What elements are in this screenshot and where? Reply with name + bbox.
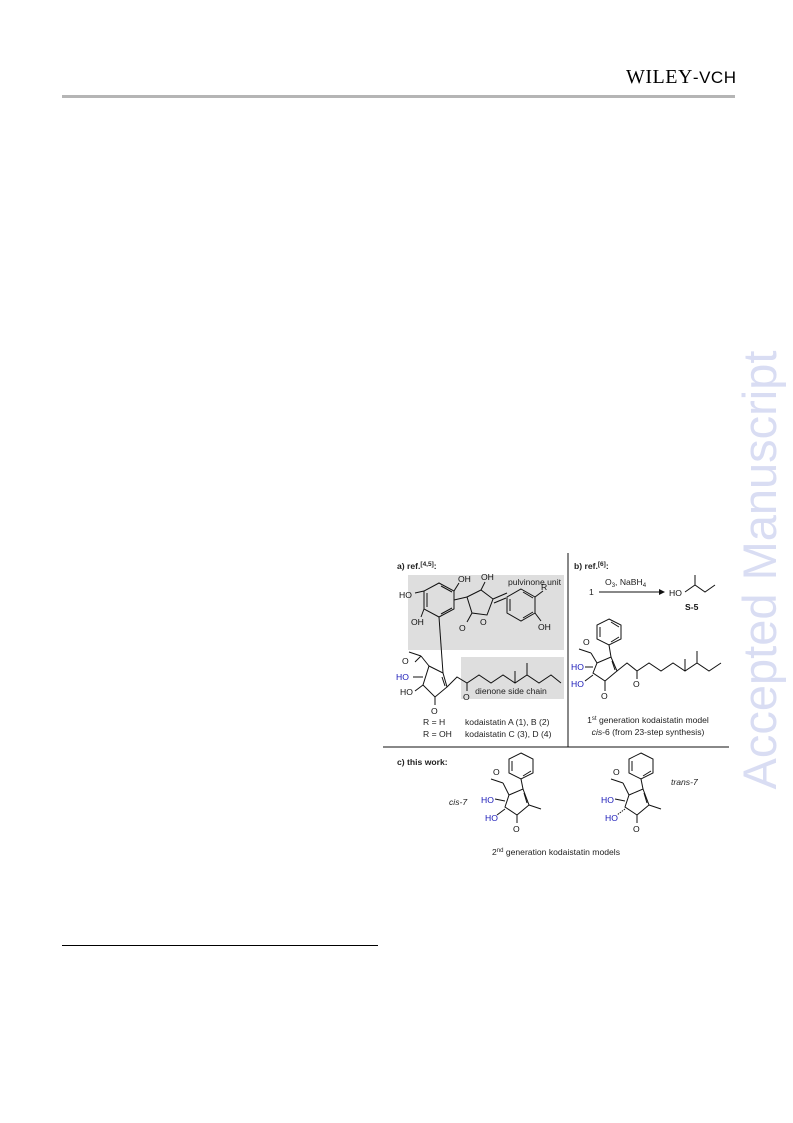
atom-o-ketone: O <box>431 706 438 716</box>
model-b-o-chain: O <box>633 679 640 689</box>
cis7-ho-1: HO <box>481 795 494 805</box>
model-ring <box>592 656 618 682</box>
svg-text:1st generation kodaistatin mod: 1st generation kodaistatin model <box>587 715 709 725</box>
model-b-chain <box>616 662 722 672</box>
panel-a-kodaistatin-c-d: kodaistatin C (3), D (4) <box>465 729 552 739</box>
label-trans-7: trans-7 <box>671 777 699 787</box>
atom-oh-3: OH <box>481 572 494 582</box>
atom-o-acetyl: O <box>402 656 409 666</box>
model-b-ho-2: HO <box>571 679 584 689</box>
svg-text:a) ref.[4,5]:: a) ref.[4,5]: <box>397 561 437 571</box>
panel-a-r-oh: R = OH <box>423 729 452 739</box>
furanone-ring <box>466 589 494 616</box>
panel-a: a) ref.[4,5]: pulvinone unit dienone sid… <box>396 561 564 739</box>
product-chain <box>684 584 716 593</box>
atom-ho-2: HO <box>400 687 413 697</box>
reagent-nabh: NaBH <box>620 577 643 587</box>
product-ho: HO <box>669 588 682 598</box>
header-rule <box>62 95 735 98</box>
pulvinone-highlight-box <box>408 575 564 650</box>
panel-c-title: c) this work: <box>397 757 448 767</box>
atom-oh-2: OH <box>411 617 424 627</box>
model-b-o-acetyl: O <box>583 637 590 647</box>
cis7-phenyl <box>508 752 534 780</box>
cis7-ho-2: HO <box>485 813 498 823</box>
caption-c-sup: nd <box>497 848 504 854</box>
accepted-manuscript-watermark: Accepted Manuscript <box>733 351 786 790</box>
label-cis-7: cis-7 <box>449 797 468 807</box>
trans7-ho-2: HO <box>605 813 618 823</box>
model-b-ho-1: HO <box>571 662 584 672</box>
atom-o-ring: O <box>480 617 487 627</box>
panel-a-title: a) ref. <box>397 561 420 571</box>
caption-b-sup: st <box>592 716 597 722</box>
pulvinone-unit-label: pulvinone unit <box>508 577 562 587</box>
cyclopentenone-ring <box>422 665 448 698</box>
atom-oh-4: OH <box>538 622 551 632</box>
svg-text:b) ref.[6]:: b) ref.[6]: <box>574 561 609 571</box>
atom-r: R <box>541 582 547 592</box>
product-s5: S-5 <box>685 602 699 612</box>
reactant-label: 1 <box>589 587 594 597</box>
panel-b-title: b) ref. <box>574 561 598 571</box>
model-b-o-ketone: O <box>601 691 608 701</box>
atom-oh-1: OH <box>458 574 471 584</box>
cis7-o-acetyl: O <box>493 767 500 777</box>
trans7-ho-1: HO <box>601 795 614 805</box>
cis7-ring <box>504 788 530 816</box>
atom-ho-1: HO <box>399 590 412 600</box>
publisher-logo: WILEY-VCH <box>626 66 736 89</box>
panel-c: c) this work: O HO HO O cis-7 O HO HO <box>397 752 699 857</box>
svg-text:2nd generation kodaistatin mod: 2nd generation kodaistatin models <box>492 847 620 857</box>
watermark-text: Accepted Manuscript <box>733 351 786 790</box>
panel-a-r-h: R = H <box>423 717 445 727</box>
caption-b-cis: cis <box>592 727 603 737</box>
publisher-name: WILEY <box>626 66 693 88</box>
dienone-side-chain-label: dienone side chain <box>475 686 547 696</box>
kodaistatin-scheme: a) ref.[4,5]: pulvinone unit dienone sid… <box>383 553 729 857</box>
footnote-rule <box>62 945 378 946</box>
publisher-suffix: -VCH <box>692 68 737 87</box>
cis7-o-ketone: O <box>513 824 520 834</box>
caption-c-pre: 2 <box>492 847 497 857</box>
caption-b-post: generation kodaistatin model <box>597 715 709 725</box>
panel-b-title-tail: : <box>606 561 609 571</box>
atom-o-lactone: O <box>459 623 466 633</box>
svg-text:cis-6 (from 23-step synthesis): cis-6 (from 23-step synthesis) <box>592 727 705 737</box>
panel-b: b) ref.[6]: 1 O3, NaBH4 HO S-5 O HO HO O… <box>571 561 722 737</box>
atom-ho-blue: HO <box>396 672 409 682</box>
dienone-chain <box>446 674 562 688</box>
trans7-ring <box>624 788 650 816</box>
trans7-o-acetyl: O <box>613 767 620 777</box>
panel-a-kodaistatin-a-b: kodaistatin A (1), B (2) <box>465 717 550 727</box>
panel-a-refs: [4,5] <box>420 561 433 568</box>
svg-text:O3, NaBH4: O3, NaBH4 <box>605 577 647 589</box>
caption-c-post: generation kodaistatin models <box>503 847 620 857</box>
phenyl-ring <box>596 618 622 646</box>
trans7-phenyl <box>628 752 654 780</box>
caption-b-pre: 1 <box>587 715 592 725</box>
panel-a-title-tail: : <box>434 561 437 571</box>
panel-b-refs: [6] <box>598 561 606 568</box>
caption-b-tail: -6 (from 23-step synthesis) <box>602 727 704 737</box>
reagent-o: O <box>605 577 612 587</box>
atom-o-chain: O <box>463 692 470 702</box>
reagent-o-sub: 3 <box>612 583 616 589</box>
reagent-nabh-sub: 4 <box>643 583 647 589</box>
trans7-o-ketone: O <box>633 824 640 834</box>
